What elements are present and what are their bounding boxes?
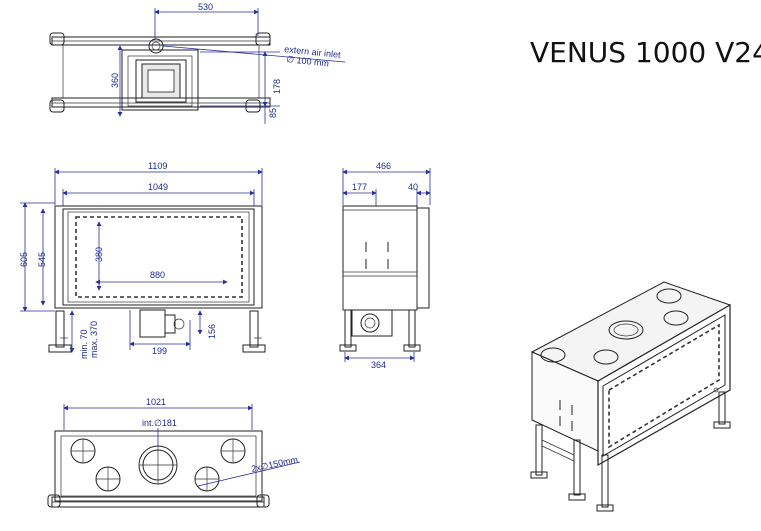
- side-offset-40: 40: [408, 182, 418, 192]
- side-body: [342, 205, 418, 311]
- side-offset-177: 177: [352, 182, 367, 192]
- front-inlet-offset: 199: [152, 346, 167, 356]
- side-depth: 466: [376, 161, 391, 171]
- side-air-inlet-icon: [360, 313, 380, 333]
- top-view: 530 360 178 85 extern air inlet ∅ 100 mm: [49, 2, 346, 124]
- bottom-body: [54, 430, 263, 502]
- top-offset-label-178: 178: [272, 79, 282, 94]
- fireplace-3d-icon: [530, 281, 732, 512]
- drawing-title: VENUS 1000 V24: [530, 36, 761, 69]
- front-air-inlet-box: [139, 309, 166, 338]
- front-view: 1109 1049 880 380 605 545: [19, 161, 266, 359]
- top-offset-label-85: 85: [268, 108, 278, 118]
- side-view: 466 177 40 364: [339, 161, 431, 370]
- top-width-label: 530: [198, 2, 213, 12]
- bottom-outlet-spec: 2x∅150mm: [250, 454, 298, 474]
- front-glass-height: 380: [94, 247, 104, 262]
- front-frame-width: 1049: [148, 182, 168, 192]
- top-depth-label: 360: [110, 73, 120, 88]
- side-base-depth: 364: [371, 360, 386, 370]
- front-inlet-height: 156: [207, 324, 217, 339]
- front-leg-min: min. 70: [79, 329, 89, 359]
- firebox-outer-frame: [54, 205, 263, 309]
- front-overall-width: 1109: [148, 161, 167, 171]
- front-leg-max: max. 370: [89, 321, 99, 358]
- front-frame-height: 545: [37, 252, 47, 267]
- front-overall-height: 605: [19, 252, 29, 267]
- glass-seal: [75, 216, 243, 298]
- bottom-width: 1021: [146, 397, 166, 407]
- air-inlet-diameter: ∅ 100 mm: [286, 54, 330, 68]
- bottom-internal-diameter: int.∅181: [142, 418, 177, 428]
- front-glass-width: 880: [150, 270, 165, 280]
- bottom-view: 1021 int.∅181 2x∅150mm: [47, 397, 301, 508]
